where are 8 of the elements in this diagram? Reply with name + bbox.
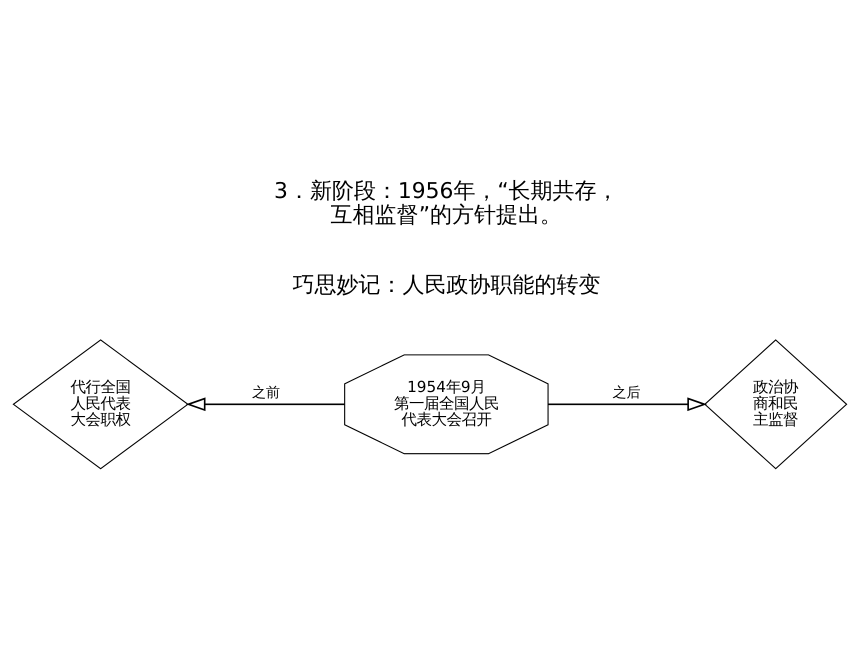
- edge-label: 之前: [252, 385, 280, 402]
- edge-label: 之后: [612, 385, 641, 402]
- label: 巧思妙记：人民政协职能的转变: [292, 272, 600, 298]
- node-diamond: 代行全国人民代表大会职权: [12, 339, 189, 470]
- node-diamond: 政治协商和民主监督: [704, 339, 848, 470]
- arrow: [186, 397, 344, 412]
- label: 3．新阶段：1956年，“长期共存，互相监督”的方针提出。: [274, 179, 619, 228]
- arrow: [548, 397, 707, 412]
